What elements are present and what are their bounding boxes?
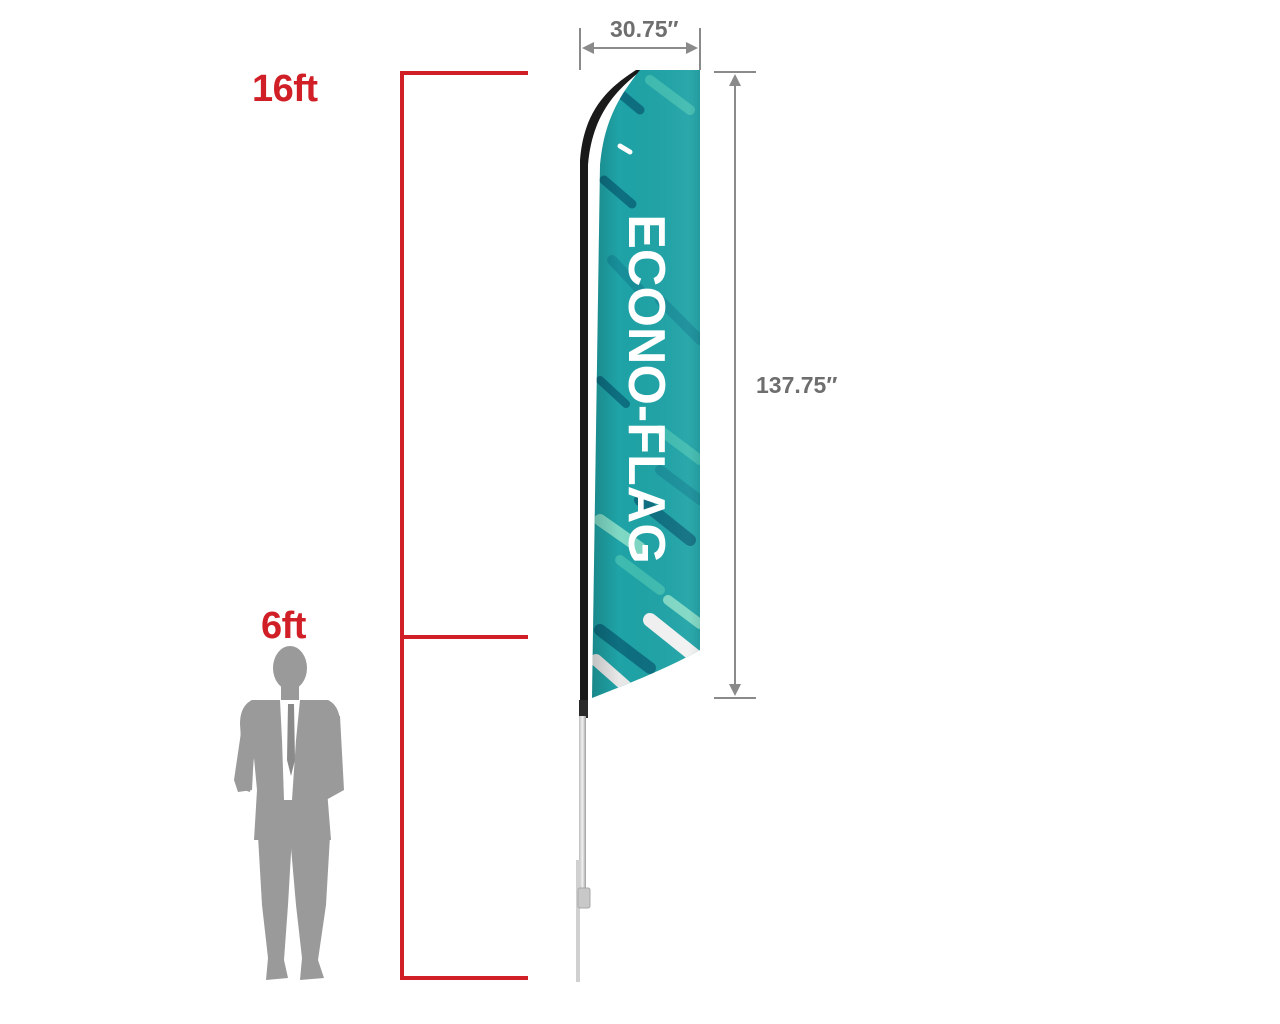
- length-arrow-top: [729, 74, 741, 86]
- flag-pole: [576, 70, 642, 982]
- pole-base-collar: [577, 887, 591, 909]
- height-scale: [400, 71, 528, 980]
- pole-sleeve: [580, 70, 642, 700]
- pole-joint: [579, 700, 588, 718]
- necktie: [287, 704, 295, 776]
- length-dimension: [714, 71, 756, 699]
- width-dimension-label: 30.75″: [610, 16, 679, 42]
- person-silhouette: [234, 646, 344, 980]
- pole-lower-section: [579, 716, 586, 896]
- ground-spike: [576, 860, 580, 982]
- flag-pattern: [592, 70, 700, 698]
- flag-fabric: [592, 70, 700, 698]
- top-height-label: 16ft: [252, 68, 318, 110]
- width-dimension: [579, 28, 701, 70]
- length-dimension-label: 137.75″: [756, 372, 838, 398]
- width-arrow-right: [686, 42, 698, 54]
- flag-print-text: ECONO-FLAG: [617, 214, 675, 564]
- length-arrow-bottom: [729, 684, 741, 696]
- width-arrow-left: [582, 42, 594, 54]
- person-height-label: 6ft: [261, 605, 306, 647]
